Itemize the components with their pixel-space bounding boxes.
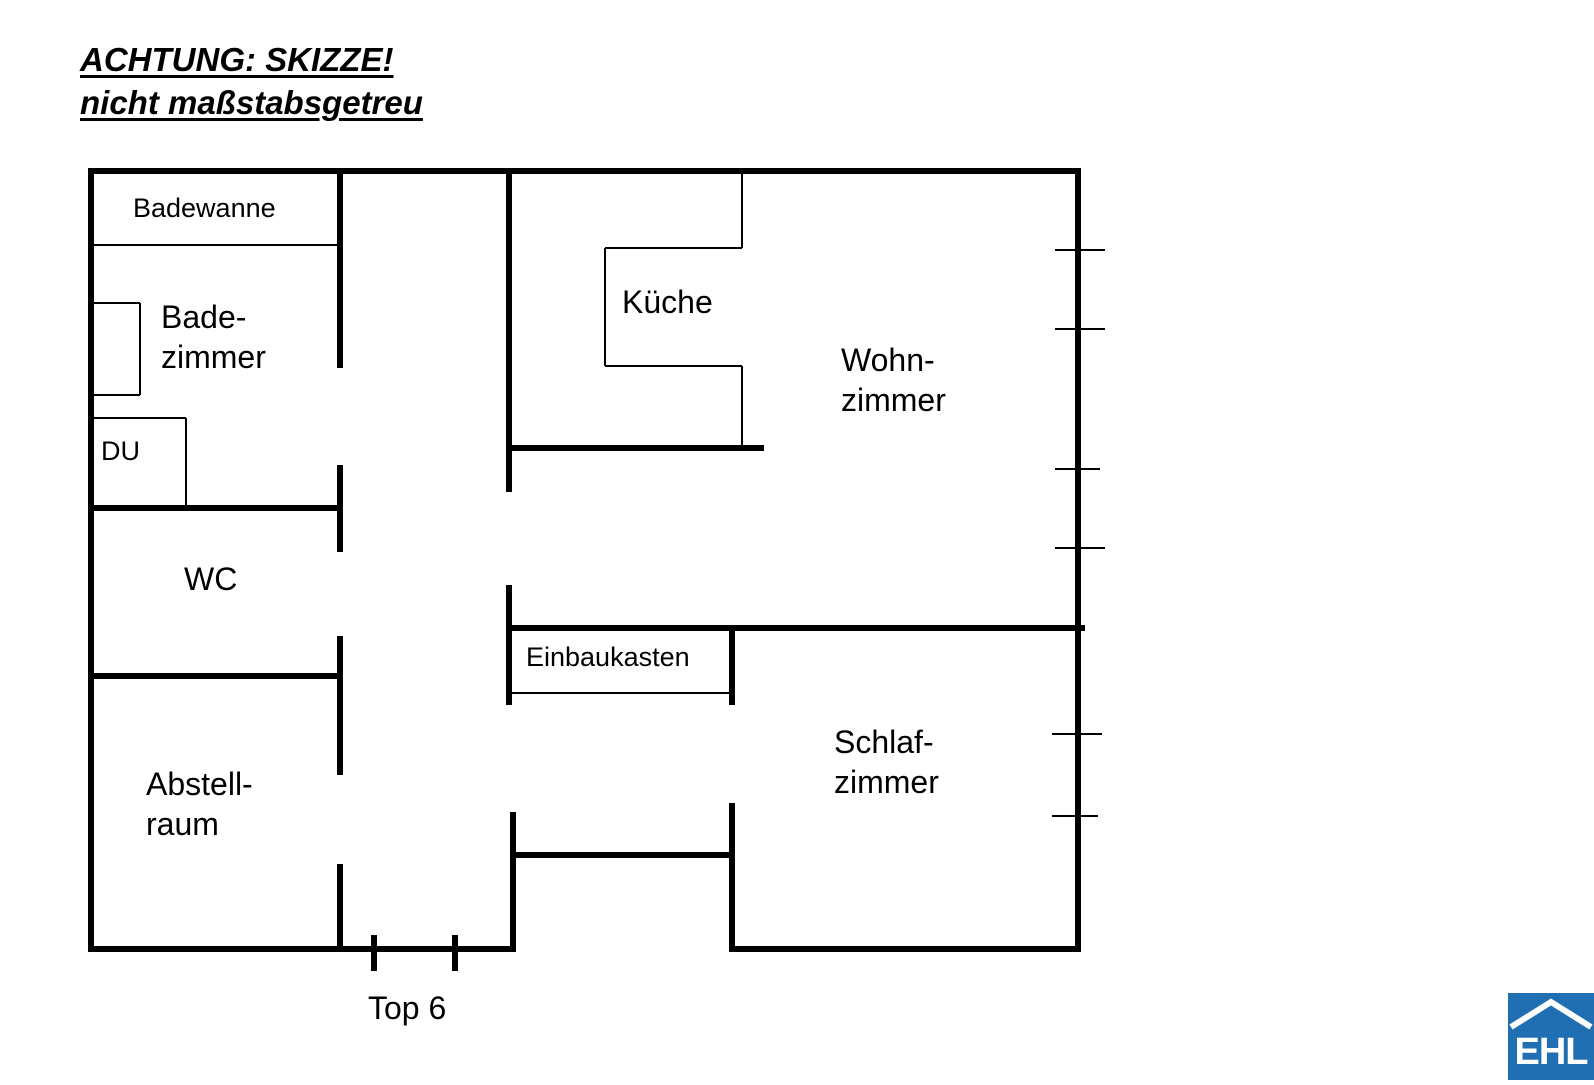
window-marks <box>1052 249 1105 817</box>
ehl-logo: EHL <box>1508 993 1594 1080</box>
bathtub-label: Badewanne <box>133 193 276 223</box>
warning-line-2: nicht maßstabsgetreu <box>80 84 423 121</box>
bathroom-label: Bade- zimmer <box>161 299 266 375</box>
living-room-label: Wohn- zimmer <box>841 342 946 418</box>
sketch-warning: ACHTUNG: SKIZZE! nicht maßstabsgetreu <box>80 38 423 124</box>
ehl-logo-icon <box>1508 993 1594 1080</box>
entrance-label: Top 6 <box>368 990 447 1026</box>
wc-label: WC <box>184 561 238 597</box>
shower-label: DU <box>101 436 140 466</box>
wardrobe-label: Einbaukasten <box>526 642 690 672</box>
entrance-door-marks <box>371 935 458 971</box>
warning-line-1: ACHTUNG: SKIZZE! <box>80 41 394 78</box>
ehl-logo-text: EHL <box>1514 1031 1589 1073</box>
kitchen-label: Küche <box>622 284 713 320</box>
fixture-outlines <box>94 174 743 694</box>
bedroom-label: Schlaf- zimmer <box>834 724 939 800</box>
interior-walls <box>91 171 764 949</box>
storage-label: Abstell- raum <box>146 766 253 842</box>
exterior-walls <box>88 168 1085 952</box>
